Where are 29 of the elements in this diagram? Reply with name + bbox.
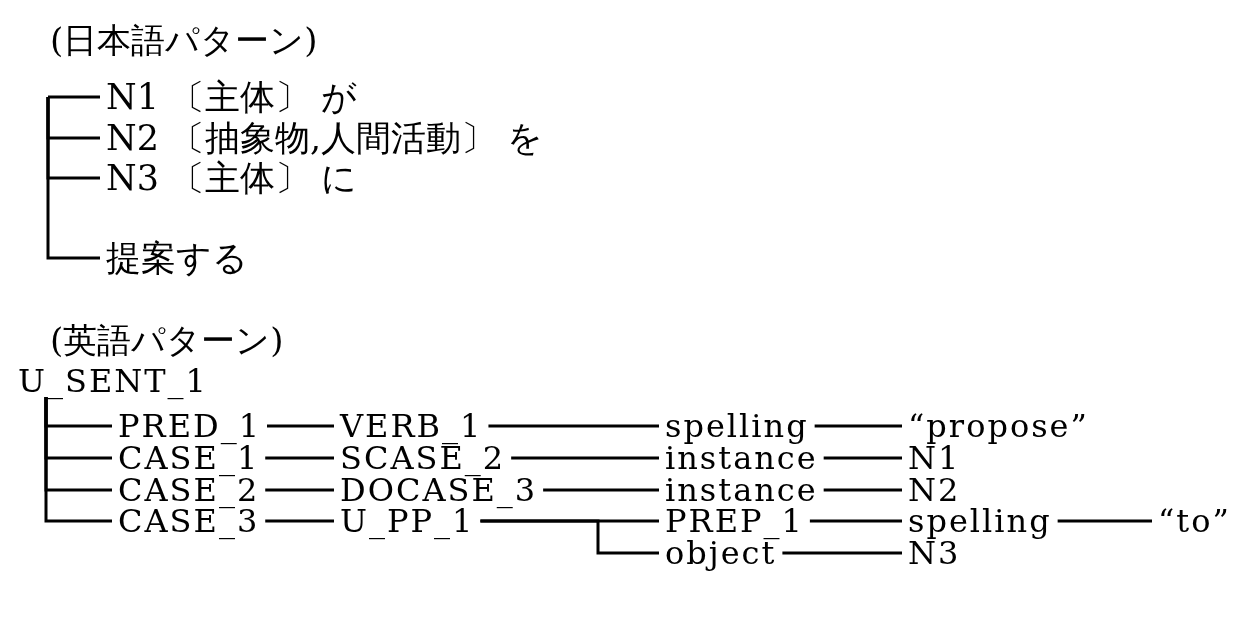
tree-node-label: “to” [1158, 505, 1231, 537]
tree-node-label: spelling [908, 505, 1052, 537]
tree-connector [46, 95, 100, 99]
tree-connector [1057, 519, 1152, 523]
tree-node-label: instance [665, 474, 818, 506]
section-heading: (英語パターン) [50, 320, 284, 360]
tree-connector [265, 488, 334, 492]
section-heading: (日本語パターン) [50, 20, 318, 60]
tree-connector [480, 519, 659, 555]
tree-node-label: 提案する [106, 238, 248, 278]
tree-node-label: “propose” [908, 410, 1089, 442]
tree-node-label: N2 〔抽象物,人間活動〕 を [106, 118, 544, 158]
tree-connector [511, 456, 659, 460]
tree-connector [543, 488, 659, 492]
tree-connector [823, 456, 902, 460]
tree-connector [46, 97, 100, 260]
tree-node-label: spelling [665, 410, 809, 442]
tree-connector [265, 519, 334, 523]
tree-connector [267, 424, 334, 428]
tree-connector [782, 551, 902, 555]
tree-connector [809, 519, 902, 523]
tree-connector [44, 397, 112, 523]
tree-node-label: N2 [908, 474, 961, 506]
tree-connector [265, 456, 334, 460]
tree-connector [488, 424, 659, 428]
tree-node-label: N1 〔主体〕 が [106, 77, 358, 117]
tree-connector [823, 488, 902, 492]
tree-node-label: N3 〔主体〕 に [106, 158, 358, 198]
tree-connector [814, 424, 902, 428]
